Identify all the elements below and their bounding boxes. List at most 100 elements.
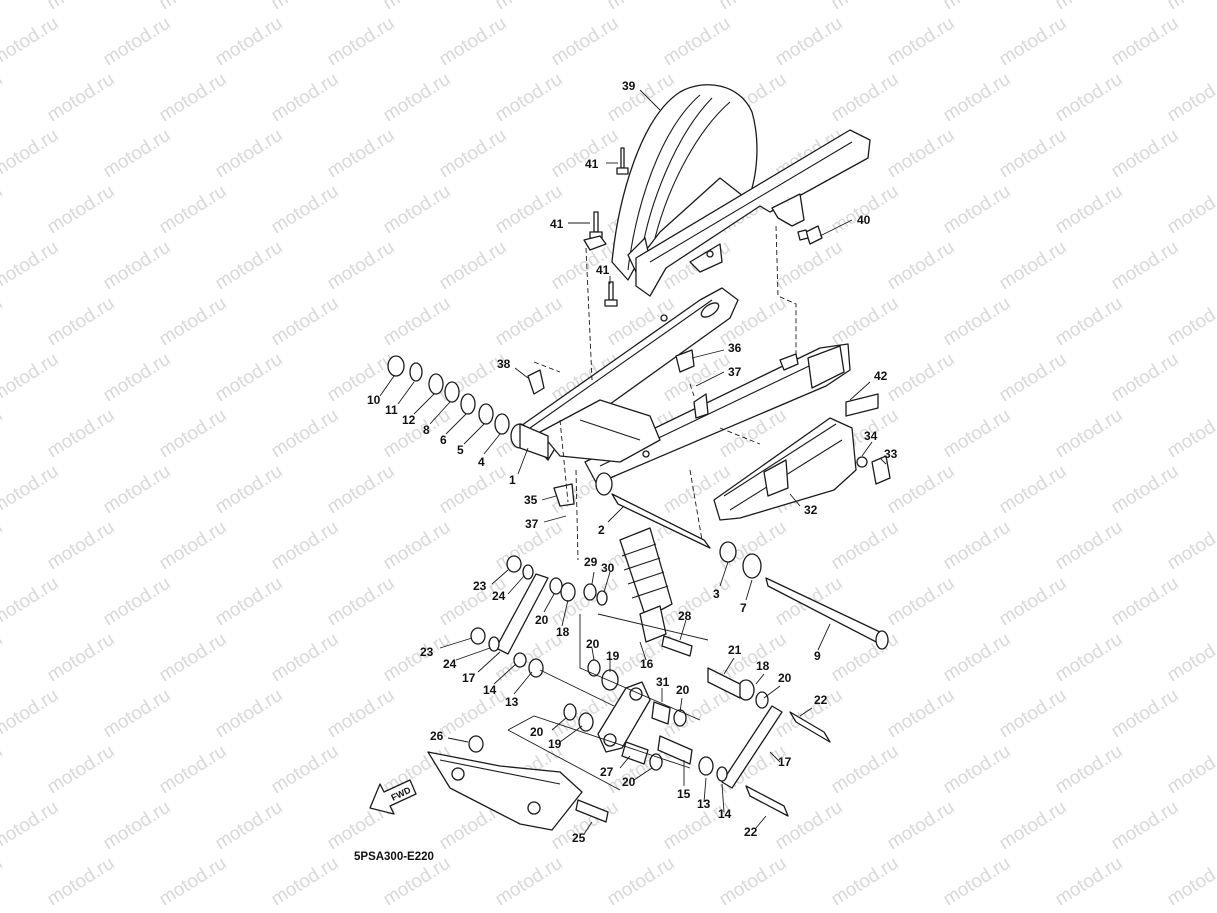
watermark-text: motod.ru xyxy=(492,0,567,14)
callout-37-upper: 37 xyxy=(728,365,742,379)
callout-19-lower: 19 xyxy=(548,737,562,751)
watermark-text: motod.ru xyxy=(1108,349,1183,407)
watermark-text: motod.ru xyxy=(1108,685,1183,743)
watermark-text: motod.ru xyxy=(324,13,399,71)
watermark-text: motod.ru xyxy=(44,741,119,799)
watermark-text: motod.ru xyxy=(940,293,1015,351)
watermark-text: motod.ru xyxy=(884,125,959,183)
watermark-text: motod.ru xyxy=(268,405,343,463)
callout-24-upper: 24 xyxy=(492,589,506,603)
watermark-text: motod.ru xyxy=(212,797,287,855)
watermark-text: motod.ru xyxy=(996,237,1071,295)
watermark-text: motod.ru xyxy=(1052,0,1127,14)
callout-30: 30 xyxy=(601,561,615,575)
watermark-text: motod.ru xyxy=(1164,741,1217,799)
watermark-text: motod.ru xyxy=(0,405,6,463)
watermark-text: motod.ru xyxy=(380,293,455,351)
watermark-text: motod.ru xyxy=(44,629,119,687)
callout-20-bottom: 20 xyxy=(622,775,636,789)
watermark-text: motod.ru xyxy=(1108,573,1183,631)
watermark-text: motod.ru xyxy=(100,125,175,183)
watermark-text: motod.ru xyxy=(884,797,959,855)
callout-41-lower: 41 xyxy=(596,263,610,277)
watermark-text: motod.ru xyxy=(380,517,455,575)
watermark-text: motod.ru xyxy=(884,13,959,71)
watermark-text: motod.ru xyxy=(996,685,1071,743)
diagram-code: 5PSA300-E220 xyxy=(354,851,434,863)
watermark-text: motod.ru xyxy=(324,125,399,183)
watermark-text: motod.ru xyxy=(828,181,903,239)
watermark-text: motod.ru xyxy=(940,69,1015,127)
callout-17-right: 17 xyxy=(778,755,792,769)
callout-20-lower-left: 20 xyxy=(530,725,544,739)
watermark-text: motod.ru xyxy=(996,461,1071,519)
watermark-text: motod.ru xyxy=(436,461,511,519)
guard-bolt xyxy=(797,225,823,245)
callout-41-middle: 41 xyxy=(550,217,564,231)
callout-23-upper: 23 xyxy=(473,579,487,593)
callout-20-right: 20 xyxy=(778,671,792,685)
fwd-arrow: FWD xyxy=(369,779,417,815)
callout-17-left: 17 xyxy=(462,671,476,685)
watermark-text: motod.ru xyxy=(156,293,231,351)
watermark-text: motod.ru xyxy=(436,685,511,743)
watermark-text: motod.ru xyxy=(100,685,175,743)
watermark-text: motod.ru xyxy=(660,685,735,743)
watermark-text: motod.ru xyxy=(0,461,62,519)
pivot-shaft-part xyxy=(611,493,762,579)
watermark-text: motod.ru xyxy=(156,741,231,799)
watermark-text: motod.ru xyxy=(212,13,287,71)
watermark-text: motod.ru xyxy=(0,741,6,799)
watermark-text: motod.ru xyxy=(324,573,399,631)
bolt-28 xyxy=(661,635,693,657)
callout-38: 38 xyxy=(497,357,511,371)
watermark-text: motod.ru xyxy=(1164,0,1217,14)
watermark-text: motod.ru xyxy=(0,0,6,14)
watermark-text: motod.ru xyxy=(436,125,511,183)
watermark-text: motod.ru xyxy=(324,237,399,295)
pivot-bolt-part xyxy=(765,577,889,650)
callout-8: 8 xyxy=(423,423,430,437)
watermark-text: motod.ru xyxy=(1108,797,1183,855)
leader-lines xyxy=(379,89,887,835)
watermark-text: motod.ru xyxy=(268,629,343,687)
callout-22-lower: 22 xyxy=(744,825,758,839)
chain-case-part xyxy=(713,417,857,521)
watermark-text: motod.ru xyxy=(940,517,1015,575)
watermark-text: motod.ru xyxy=(940,181,1015,239)
watermark-text: motod.ru xyxy=(436,13,511,71)
watermark-text: motod.ru xyxy=(212,125,287,183)
watermark-text: motod.ru xyxy=(940,629,1015,687)
callout-14-lower: 14 xyxy=(718,807,732,821)
watermark-text: motod.ru xyxy=(1164,69,1217,127)
callout-26: 26 xyxy=(430,729,444,743)
callout-13-upper: 13 xyxy=(505,695,519,709)
callout-4: 4 xyxy=(478,455,485,469)
callout-18-upper: 18 xyxy=(556,625,570,639)
watermark-text: motod.ru xyxy=(828,629,903,687)
watermark-text: motod.ru xyxy=(548,125,623,183)
watermark-text: motod.ru xyxy=(100,13,175,71)
watermark-text: motod.ru xyxy=(0,349,62,407)
watermark-text: motod.ru xyxy=(0,685,62,743)
watermark-text: motod.ru xyxy=(716,0,791,14)
watermark-text: motod.ru xyxy=(1164,405,1217,463)
chain-guard-part xyxy=(635,129,871,297)
callout-14-upper: 14 xyxy=(483,683,497,697)
frame-bracket-part xyxy=(427,751,609,831)
watermark-text: motod.ru xyxy=(0,237,62,295)
watermark-text: motod.ru xyxy=(548,13,623,71)
subassembly-boxes xyxy=(507,613,709,791)
watermark-text: motod.ru xyxy=(324,685,399,743)
watermark-text: motod.ru xyxy=(44,293,119,351)
watermark-text: motod.ru xyxy=(268,0,343,14)
watermark-text: motod.ru xyxy=(828,293,903,351)
watermark-text: motod.ru xyxy=(828,517,903,575)
watermark-text: motod.ru xyxy=(0,573,62,631)
callout-19-upper: 19 xyxy=(606,649,620,663)
watermark-text: motod.ru xyxy=(212,573,287,631)
watermark-text: motod.ru xyxy=(212,349,287,407)
watermark-text: motod.ru xyxy=(156,405,231,463)
watermark-text: motod.ru xyxy=(156,853,231,911)
